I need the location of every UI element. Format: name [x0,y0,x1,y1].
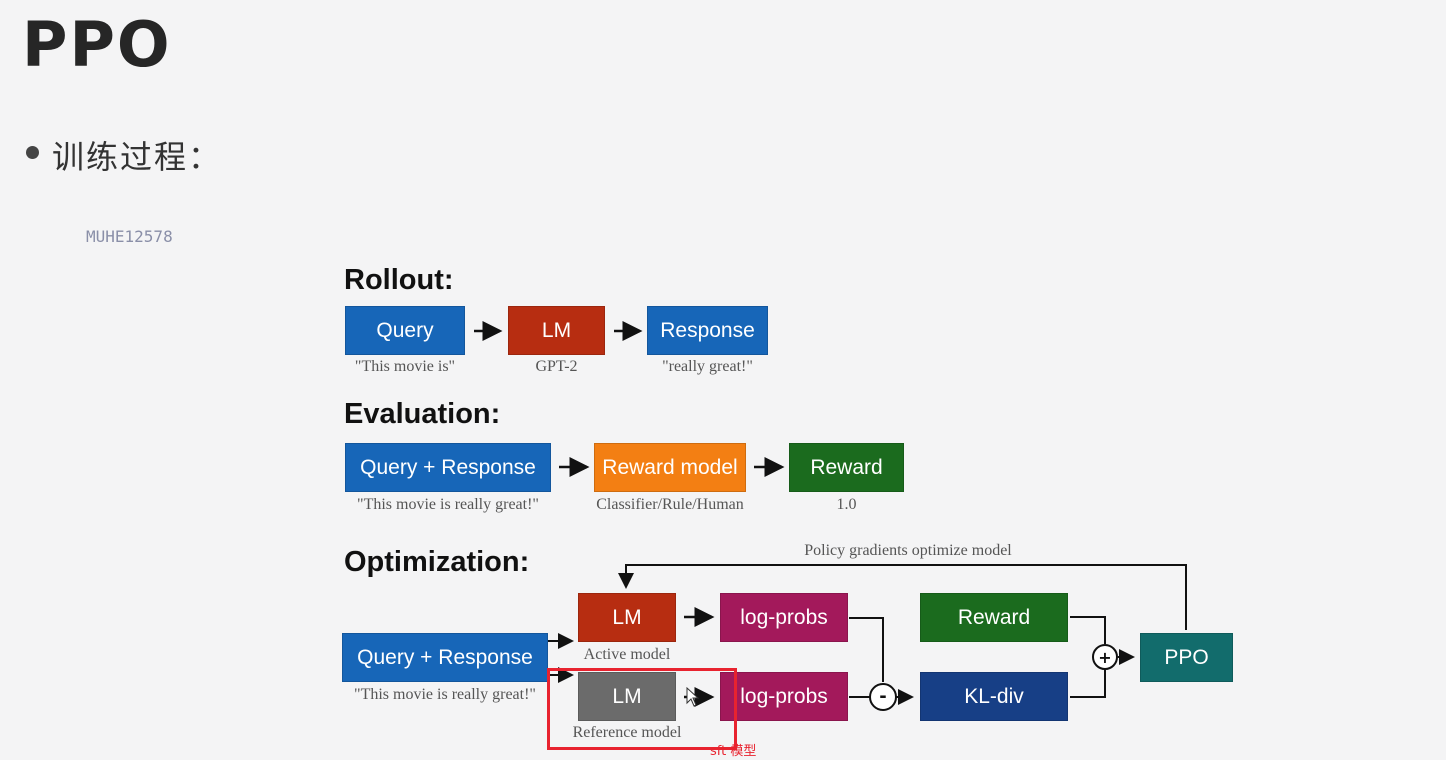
optimization-heading: Optimization: [344,546,530,578]
line-kl-to-plus [1070,670,1106,698]
rollout-response-caption: "really great!" [662,358,753,375]
rollout-query-caption: "This movie is" [354,358,456,375]
kl-div-box: KL-div [920,672,1068,721]
watermark: MUHE12578 [86,227,173,246]
evaluation-query-response-caption: "This movie is really great!" [357,496,539,513]
line-logprobs-active-to-minus [849,617,884,682]
optimization-query-response-caption: "This movie is really great!" [354,686,536,703]
rollout-lm-caption: GPT-2 [535,358,578,375]
slide-title: PPO [22,8,172,81]
rollout-query-box: Query [345,306,465,355]
line-reward-to-plus [1070,616,1106,644]
evaluation-reward-model-caption: Classifier/Rule/Human [596,496,744,513]
evaluation-heading: Evaluation: [344,398,501,430]
log-probs-reference-box: log-probs [720,672,848,721]
minus-operator: - [879,685,887,707]
annotation-note: sft 模型 [710,744,757,759]
reference-lm-caption: Reference model [572,724,682,741]
optimization-reward-box: Reward [920,593,1068,642]
bullet-point [26,146,39,159]
evaluation-reward-model-box: Reward model [594,443,746,492]
feedback-label: Policy gradients optimize model [760,542,1056,560]
ppo-box: PPO [1140,633,1233,682]
mouse-cursor-icon [686,687,700,707]
evaluation-query-response-box: Query + Response [345,443,551,492]
reference-lm-box: LM [578,672,676,721]
active-lm-box: LM [578,593,676,642]
highlight-box [547,668,737,750]
rollout-heading: Rollout: [344,264,454,296]
evaluation-reward-caption: 1.0 [836,496,857,513]
arrow-ppo-feedback-to-active-lm [618,564,1187,630]
plus-operator: + [1098,647,1112,667]
plus-operator-circle [1092,644,1118,670]
rollout-response-box: Response [647,306,768,355]
evaluation-reward-box: Reward [789,443,904,492]
bullet-text: 训练过程： [52,138,223,176]
log-probs-active-box: log-probs [720,593,848,642]
active-lm-caption: Active model [583,646,671,663]
optimization-query-response-box: Query + Response [342,633,548,682]
rollout-lm-box: LM [508,306,605,355]
